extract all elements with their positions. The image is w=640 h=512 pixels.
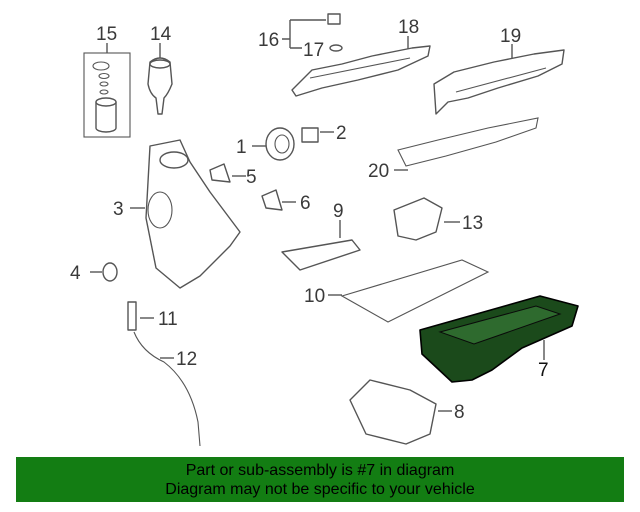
part-2-bushing[interactable] [301,127,334,143]
callout-18[interactable]: 18 [398,17,419,38]
callout-5[interactable]: 5 [246,167,257,188]
callout-6[interactable]: 6 [300,193,311,214]
callout-13[interactable]: 13 [462,213,483,234]
part-10-pan-gasket[interactable] [328,259,490,323]
callout-11[interactable]: 11 [158,309,178,330]
part-11-sensor[interactable] [127,301,154,331]
part-18-head-cover[interactable] [291,36,431,97]
part-13-oil-pump[interactable] [393,197,460,241]
callout-1[interactable]: 1 [236,137,247,158]
part-7-oil-pan-upper[interactable] [419,295,579,383]
info-banner: Part or sub-assembly is #7 in diagram Di… [16,457,624,502]
callout-19[interactable]: 19 [500,26,521,47]
part-20-gasket[interactable] [394,117,539,171]
part-4-seal[interactable] [90,262,118,282]
part-16-17-bracket [282,13,343,52]
callout-20[interactable]: 20 [368,161,389,182]
part-6-gasket[interactable] [261,189,296,211]
banner-line-1: Part or sub-assembly is #7 in diagram [185,462,455,479]
part-5-gasket[interactable] [209,163,246,183]
callout-17[interactable]: 17 [303,40,324,61]
part-14-filter-housing[interactable] [147,43,173,115]
callout-3[interactable]: 3 [113,199,124,220]
part-12-dipstick-tube[interactable] [133,331,201,447]
part-8-oil-pan-lower[interactable] [349,379,452,445]
banner-line-2: Diagram may not be specific to your vehi… [165,481,475,498]
callout-8[interactable]: 8 [454,402,465,423]
callout-9[interactable]: 9 [333,201,344,222]
parts-diagram: 15 14 16 17 18 19 1 2 [70,13,579,447]
callout-7[interactable]: 7 [538,360,549,381]
callout-12[interactable]: 12 [176,349,197,370]
callout-14[interactable]: 14 [150,24,172,45]
part-1-pulley[interactable] [252,127,295,161]
part-15-filter-kit[interactable] [83,43,131,138]
callout-4[interactable]: 4 [70,263,81,284]
callout-2[interactable]: 2 [336,123,347,144]
callout-15[interactable]: 15 [96,24,117,45]
part-9-baffle[interactable] [281,220,361,271]
callout-16[interactable]: 16 [258,30,279,51]
part-19-head-cover[interactable] [433,44,565,115]
callout-10[interactable]: 10 [304,286,325,307]
part-3-timing-cover[interactable] [130,139,241,289]
